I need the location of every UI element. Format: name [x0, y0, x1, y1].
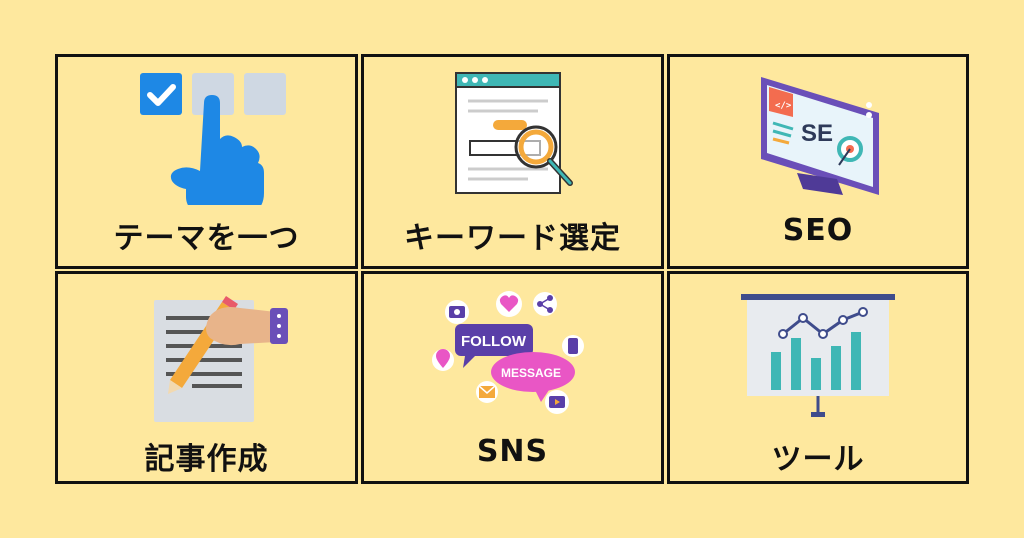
social-bubbles-icon: FOLLOW MESSAGE [431, 291, 584, 414]
hand-writing-pencil-icon [153, 296, 288, 422]
card-seo[interactable]: </> SE SEO [667, 54, 969, 269]
pointing-hand-checkbox-icon [139, 73, 286, 205]
seo-monitor-icon: </> SE [761, 77, 879, 195]
card-theme[interactable]: テーマを一つ [55, 54, 358, 269]
seo-screen-text: SE [801, 120, 833, 147]
card-label: ツール [771, 442, 865, 477]
svg-text:</>: </> [775, 101, 792, 111]
card-grid: テーマを一つ キーワード選定 </> [55, 54, 969, 484]
card-keyword[interactable]: キーワード選定 [361, 54, 664, 269]
card-sns[interactable]: FOLLOW MESSAGE SNS [361, 271, 664, 484]
message-bubble-text: MESSAGE [501, 366, 561, 380]
presentation-chart-icon [741, 294, 895, 417]
card-article[interactable]: 記事作成 [55, 271, 358, 484]
card-label: SNS [476, 434, 549, 469]
card-label: テーマを一つ [113, 221, 300, 256]
card-label: キーワード選定 [404, 221, 621, 256]
browser-magnifier-icon [454, 72, 573, 194]
follow-bubble-text: FOLLOW [461, 333, 527, 350]
card-label: SEO [782, 213, 854, 248]
card-label: 記事作成 [144, 442, 269, 477]
card-tool[interactable]: ツール [667, 271, 969, 484]
